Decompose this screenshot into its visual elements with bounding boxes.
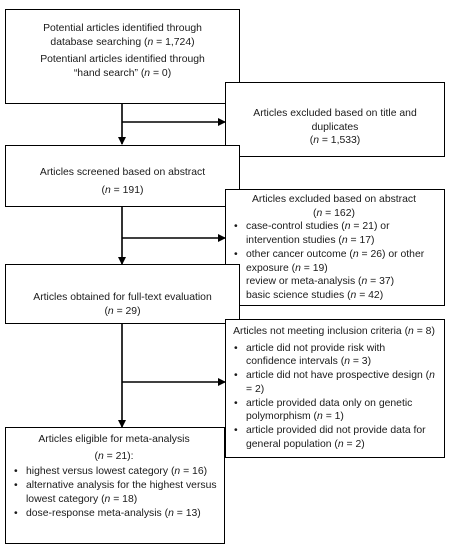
excluded-abstract-count: (n = 162) <box>313 207 355 219</box>
eligible-list: highest versus lowest category (n = 16) … <box>10 465 218 520</box>
list-item: case-control studies (n = 21) or interve… <box>230 220 438 247</box>
list-item: article provided data only on genetic po… <box>230 397 438 424</box>
box-full-text-evaluation: Articles obtained for full-text evaluati… <box>5 264 240 324</box>
box-excluded-title-duplicates: Articles excluded based on title and dup… <box>225 82 445 157</box>
eligible-count: (n = 21): <box>94 450 134 462</box>
not-meeting-list: article did not provide risk with confid… <box>230 342 438 452</box>
excluded-abstract-title: Articles excluded based on abstract <box>251 194 417 205</box>
eligible-title: Articles eligible for meta-analysis <box>38 434 190 445</box>
screened-text: Articles screened based on abstract <box>39 167 206 178</box>
excluded-abstract-list: case-control studies (n = 21) or interve… <box>230 220 438 302</box>
list-item: other cancer outcome (n = 26) or other e… <box>230 248 438 275</box>
list-item: article provided did not provide data fo… <box>230 424 438 451</box>
full-text-count: (n = 29) <box>104 305 141 317</box>
list-item: basic science studies (n = 42) <box>230 289 438 303</box>
list-item: article did not provide risk with confid… <box>230 342 438 369</box>
excluded-title-count: (n = 1,533) <box>309 135 361 147</box>
identified-db-line1: Potential articles identified through <box>43 23 202 34</box>
list-item: alternative analysis for the highest ver… <box>10 479 218 506</box>
box-eligible-meta-analysis: Articles eligible for meta-analysis (n =… <box>5 427 225 544</box>
box-excluded-abstract: Articles excluded based on abstract (n =… <box>225 189 445 306</box>
identified-hand-line1: Potentianl articles identified through <box>40 54 205 66</box>
excluded-title-text: Articles excluded based on title and dup… <box>253 108 417 133</box>
full-text-text: Articles obtained for full-text evaluati… <box>33 292 212 303</box>
screened-count: (n = 191) <box>101 184 144 196</box>
list-item: highest versus lowest category (n = 16) <box>10 465 218 479</box>
box-identified-articles: Potential articles identified through da… <box>5 9 240 104</box>
list-item: review or meta-analysis (n = 37) <box>230 275 438 289</box>
box-not-meeting-criteria: Articles not meeting inclusion criteria … <box>225 319 445 458</box>
not-meeting-title: Articles not meeting inclusion criteria … <box>233 326 435 337</box>
identified-db-line2: database searching (n = 1,724) <box>50 36 195 48</box>
list-item: article did not have prospective design … <box>230 369 438 396</box>
list-item: dose-response meta-analysis (n = 13) <box>10 507 218 521</box>
box-screened-abstract: Articles screened based on abstract (n =… <box>5 145 240 207</box>
identified-hand-line2: “hand search” (n = 0) <box>73 68 172 80</box>
